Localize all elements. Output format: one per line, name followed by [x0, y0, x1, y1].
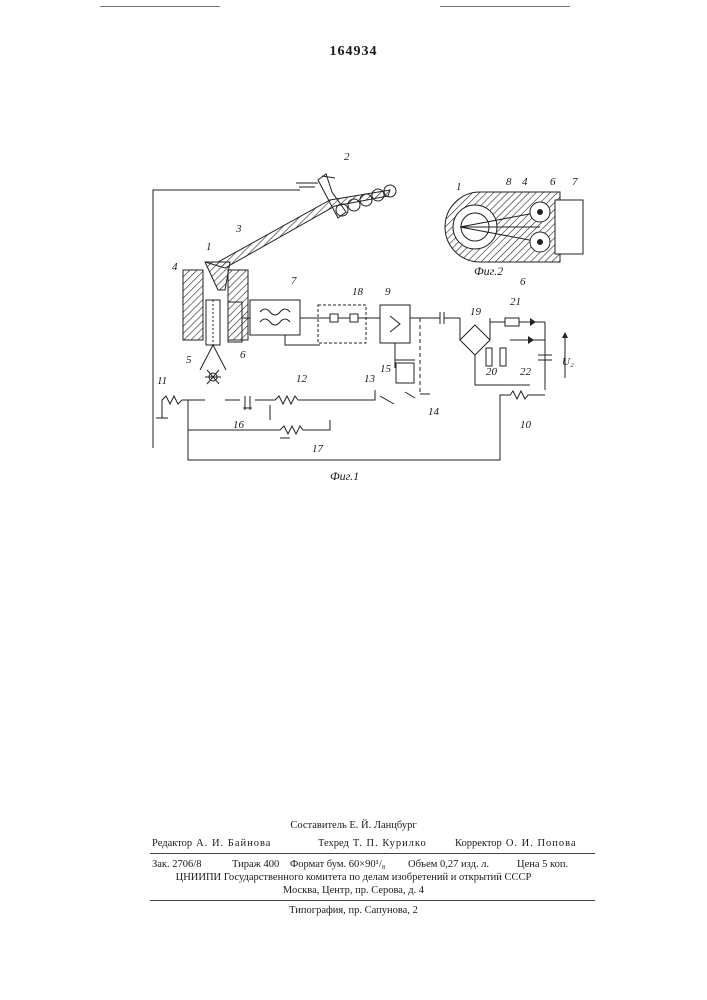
paper-format: Формат бум. 60×90¹/₈ — [290, 859, 385, 870]
block-4-left — [183, 270, 203, 340]
corrector-line: Корректор О. И. Попова — [455, 838, 577, 849]
fig1-label-10: 10 — [520, 419, 532, 431]
funnel — [205, 262, 230, 290]
fig1-label-2: 2 — [344, 151, 350, 163]
fig1-label-11: 11 — [157, 375, 167, 387]
editor-name: А. И. Байнова — [196, 838, 271, 849]
fig1-label-13: 13 — [364, 373, 376, 385]
diode-1 — [530, 318, 536, 326]
fig1-label-18: 18 — [352, 286, 364, 298]
fig1-label-3: 3 — [235, 223, 242, 235]
block-4-right — [228, 270, 248, 340]
fig2-label-8: 8 — [506, 176, 512, 188]
fig2-label-6b: 6 — [520, 276, 526, 288]
fig2-label-4: 4 — [522, 176, 528, 188]
fig1-label-9: 9 — [385, 286, 391, 298]
fig1-label-15: 15 — [380, 363, 392, 375]
editor-line: Редактор А. И. Байнова — [152, 838, 271, 849]
typography: Типография, пр. Сапунова, 2 — [0, 905, 707, 916]
diode-2 — [528, 336, 534, 344]
fig1-label-5: 5 — [186, 354, 192, 366]
fig1-label-22: 22 — [520, 366, 532, 378]
filter-18 — [318, 305, 366, 343]
fig1-label-20: 20 — [486, 366, 498, 378]
fig2-label-7: 7 — [572, 176, 578, 188]
resistor-20b — [500, 348, 506, 366]
fig1-label-21: 21 — [510, 296, 521, 308]
resistor-21 — [505, 318, 519, 326]
fig2-caption: Фиг.2 — [474, 264, 503, 278]
corrector-name: О. И. Попова — [506, 838, 577, 849]
fig1-label-12: 12 — [296, 373, 308, 385]
block-7 — [250, 300, 300, 335]
fig1-label-4: 4 — [172, 261, 178, 273]
fig2-label-6a: 6 — [550, 176, 556, 188]
separator-1 — [150, 853, 595, 854]
composer-line: Составитель Е. Й. Ланцбург — [0, 820, 707, 831]
volume: Объем 0,27 изд. л. — [408, 859, 489, 870]
order-number: Зак. 2706/8 — [152, 859, 201, 870]
techred-role: Техред — [318, 838, 349, 849]
fig1-label-7: 7 — [291, 275, 297, 287]
fig1-caption: Фиг.1 — [330, 469, 359, 483]
fig1-label-14: 14 — [428, 406, 440, 418]
corrector-role: Корректор — [455, 838, 502, 849]
resistor-20a — [486, 348, 492, 366]
techred-name: Т. П. Курилко — [353, 838, 427, 849]
chute-3 — [205, 190, 390, 268]
fig1-label-u2: U₂ — [562, 356, 574, 368]
figure-2-diagram: 1 8 4 6 7 6 Фиг.2 — [445, 176, 583, 288]
fig1-label-16: 16 — [233, 419, 245, 431]
lamp — [200, 345, 226, 384]
fig1-label-6: 6 — [240, 349, 246, 361]
techred-line: Техред Т. П. Курилко — [318, 838, 427, 849]
address: Москва, Центр, пр. Серова, д. 4 — [0, 885, 707, 896]
fig2-label-1: 1 — [456, 181, 462, 193]
fig1-label-17: 17 — [312, 443, 324, 455]
print-run: Тираж 400 — [232, 859, 279, 870]
amplifier-9 — [380, 305, 410, 343]
price: Цена 5 коп. — [517, 859, 568, 870]
tube-5 — [206, 300, 220, 345]
fig1-label-1a: 1 — [206, 241, 212, 253]
figure-1-diagram: 1 2 3 4 5 6 7 18 9 19 21 20 22 U₂ 11 12 … — [0, 0, 707, 500]
editor-role: Редактор — [152, 838, 192, 849]
fig1-label-19: 19 — [470, 306, 482, 318]
institute: ЦНИИПИ Государственного комитета по дела… — [0, 872, 707, 883]
separator-2 — [150, 900, 595, 901]
